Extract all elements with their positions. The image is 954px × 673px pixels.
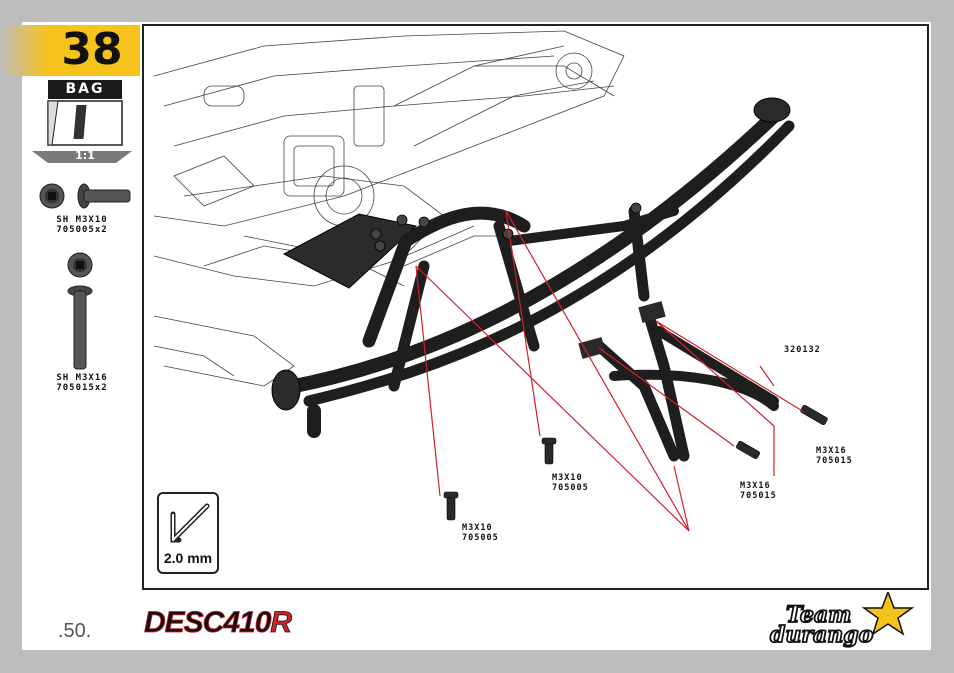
callout-name: M3X16 — [740, 481, 771, 491]
brand-logo-prefix: DESC — [144, 606, 226, 639]
callout-m3x10-left: M3X10 705005 — [462, 523, 499, 543]
brace-mount-left — [578, 337, 606, 359]
callout-code: 705015 — [816, 456, 853, 466]
team-logo-line2: durango — [770, 622, 873, 648]
brand-logo-model: 410 — [222, 606, 271, 639]
screw-m3x16-icon — [67, 252, 93, 370]
screw-m3x10-icon — [39, 183, 131, 209]
leader-lines — [415, 210, 805, 532]
star-icon — [861, 592, 915, 636]
callout-m3x16-mid: M3X16 705015 — [740, 481, 777, 501]
hex-key-icon — [170, 503, 210, 543]
team-durango-logo: Team durango — [769, 592, 915, 649]
bumper-end-right — [753, 97, 791, 123]
chassis-drawing — [153, 30, 625, 387]
callout-m3x16-right: M3X16 705015 — [816, 446, 853, 466]
callout-name: M3X10 — [462, 523, 493, 533]
brace-mount-right — [638, 301, 666, 323]
brand-logo-suffix: R — [270, 606, 292, 639]
callout-part-number: 320132 — [784, 345, 821, 355]
assembly-drawing — [153, 30, 828, 532]
callout-m3x10-center: M3X10 705005 — [552, 473, 589, 493]
step-badge — [0, 25, 140, 76]
brand-logo: DESC410R — [144, 606, 292, 640]
scale-banner — [32, 151, 132, 163]
screw-drawings — [443, 404, 828, 521]
mount-holes — [370, 202, 642, 252]
bag-label: BAG — [48, 80, 122, 99]
page-number: .50. — [58, 620, 92, 642]
bumper-brace — [593, 310, 779, 462]
bumper-plate — [282, 213, 418, 289]
team-logo-line1: Team — [786, 602, 851, 628]
tool-size: 2.0 mm — [163, 550, 213, 566]
hardware-code: 705005x2 — [56, 225, 108, 235]
tool-box: 2.0 mm — [157, 492, 219, 574]
hardware-name: SH M3X16 — [56, 373, 108, 383]
step-badge-fade — [0, 25, 48, 76]
bumper-end-left — [271, 369, 301, 411]
hardware-name: SH M3X10 — [56, 215, 108, 225]
callout-code: 705005 — [462, 533, 499, 543]
svg-text:DESC410R: DESC410R — [144, 606, 292, 639]
hardware-label-m3x10: SH M3X10 705005x2 — [40, 215, 124, 235]
hardware-code: 705015x2 — [56, 383, 108, 393]
bag-icon — [32, 100, 132, 163]
scale-label: 1:1 — [75, 149, 95, 162]
step-number: 38 — [61, 24, 123, 75]
bag-part-slot — [73, 105, 87, 139]
callout-name: M3X10 — [552, 473, 583, 483]
assembly-illustration: M3X10 705005 M3X10 705005 M3X16 705015 M… — [142, 24, 929, 590]
hardware-label-m3x16: SH M3X16 705015x2 — [40, 373, 124, 393]
callout-code: 705015 — [740, 491, 777, 501]
front-bumper — [277, 109, 795, 438]
callout-name: M3X16 — [816, 446, 847, 456]
callout-code: 705005 — [552, 483, 589, 493]
